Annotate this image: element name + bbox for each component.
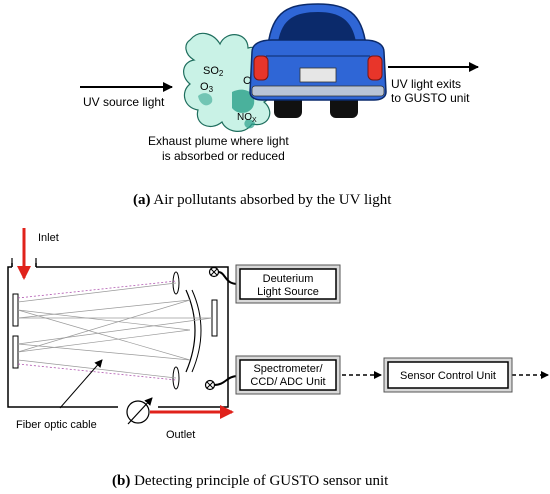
car-rear-icon xyxy=(249,3,387,118)
plume-label-line1: Exhaust plume where light xyxy=(148,134,289,148)
deuterium-label-line1: Deuterium xyxy=(263,273,314,285)
deuterium-light-source-box: Deuterium Light Source xyxy=(235,264,341,304)
so2-label: SO2 xyxy=(203,65,224,78)
sensor-control-unit-box: Sensor Control Unit xyxy=(383,357,513,393)
fiber-label: Fiber optic cable xyxy=(16,419,97,431)
outlet-label: Outlet xyxy=(166,429,195,441)
fiber-cable-top xyxy=(217,271,239,285)
plume-label-line2: is absorbed or reduced xyxy=(162,149,285,163)
connector-top-icon xyxy=(208,266,220,278)
uv-source-label: UV source light xyxy=(83,95,165,109)
spectrometer-box: Spectrometer/ CCD/ ADC Unit xyxy=(235,355,341,395)
deuterium-label-line2: Light Source xyxy=(257,286,319,298)
right-mirror xyxy=(211,299,218,337)
concave-mirror xyxy=(185,289,196,373)
left-mirror-top xyxy=(12,293,19,327)
connector-bottom-icon xyxy=(204,379,216,391)
uv-beam-paths xyxy=(17,280,177,381)
spectrometer-label-line2: CCD/ ADC Unit xyxy=(250,376,325,388)
panel-b: Inlet xyxy=(7,228,549,489)
fiber-pointer-arrow xyxy=(59,359,103,409)
left-mirror-bottom xyxy=(12,335,19,369)
spectrometer-label-line1: Spectrometer/ xyxy=(253,363,323,375)
caption-a: (a) Air pollutants absorbed by the UV li… xyxy=(133,192,392,208)
uv-exit-label-line1: UV light exits xyxy=(391,77,461,91)
outlet-valve-icon xyxy=(126,397,153,425)
light-paths xyxy=(17,282,213,379)
uv-exit-label-line2: to GUSTO unit xyxy=(391,91,470,105)
fiber-cable-bottom xyxy=(213,375,239,386)
caption-b: (b) Detecting principle of GUSTO sensor … xyxy=(112,473,389,489)
sensor-control-label: Sensor Control Unit xyxy=(400,370,496,382)
nox-label: NOX xyxy=(237,112,257,124)
sensor-chamber xyxy=(7,258,229,408)
inlet-label: Inlet xyxy=(38,232,59,244)
o3-label: O3 xyxy=(200,81,214,94)
panel-a: UV source light SO2 O3 CO NOX xyxy=(80,3,479,208)
